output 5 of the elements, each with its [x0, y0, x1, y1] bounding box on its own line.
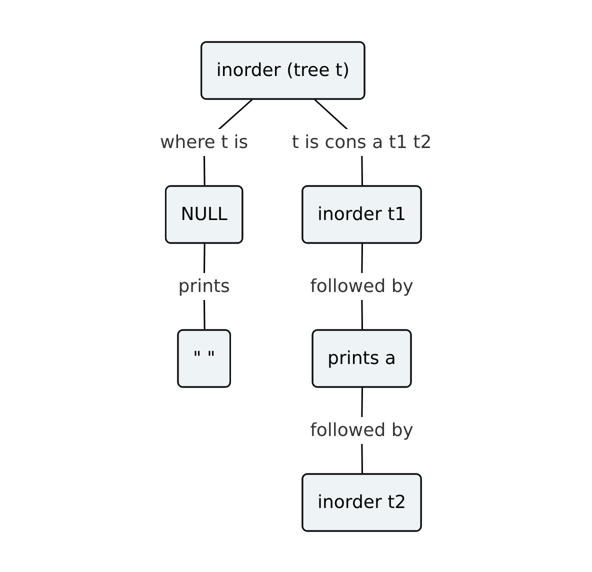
edge-label: t is cons a t1 t2 — [292, 132, 432, 152]
edge-label: followed by — [310, 420, 414, 440]
edge-label: followed by — [310, 276, 414, 296]
edge-label: where t is — [160, 132, 248, 152]
edge-label: prints — [178, 276, 230, 296]
